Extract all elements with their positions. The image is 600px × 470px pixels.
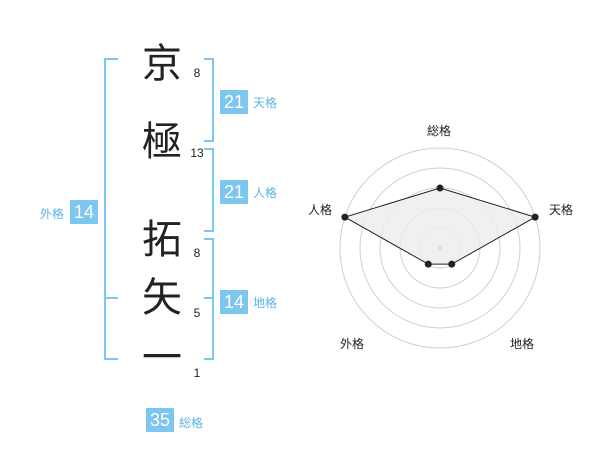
tenkaku-label: 天格 [253,96,278,110]
name-char-1: 京 [142,41,182,87]
chikaku-label: 地格 [253,296,278,310]
soukaku-value: 35 [146,408,174,432]
radar-axis-label-soukaku: 総格 [427,124,452,138]
jinkaku-value: 21 [220,180,248,204]
jinkaku-bracket [204,148,214,232]
radar-point-2 [448,260,456,268]
gaikaku-label: 外格 [40,207,65,221]
tenkaku-value: 21 [220,90,248,114]
radar-point-1 [531,213,539,221]
stroke-count-5: 1 [193,366,201,380]
gaikaku-bracket-divider [104,297,118,299]
gaikaku-value: 14 [70,200,98,224]
chikaku-bracket-divider [204,297,214,299]
chikaku-value: 14 [220,290,248,314]
radar-ring-5 [339,147,541,349]
name-char-3: 拓 [142,217,182,263]
name-char-4: 矢 [142,275,182,321]
radar-axis-label-chikaku: 地格 [510,337,535,351]
soukaku-label: 総格 [179,416,204,430]
stroke-count-2: 13 [190,146,204,160]
jinkaku-label: 人格 [253,186,278,200]
radar-axis-label-gaikaku: 外格 [340,337,365,351]
radar-series-polygon [343,187,537,265]
stroke-count-1: 8 [193,66,201,80]
radar-ring-4 [359,167,521,329]
radar-axis-label-tenkaku: 天格 [549,203,574,217]
radar-chart [339,147,541,349]
stroke-count-3: 8 [193,246,201,260]
radar-point-3 [424,260,432,268]
radar-point-4 [341,213,349,221]
chikaku-bracket [204,238,214,360]
name-char-5: 一 [142,335,182,381]
radar-point-0 [436,184,444,192]
name-char-2: 極 [142,119,182,165]
tenkaku-bracket [204,58,214,142]
gaikaku-bracket [104,58,118,360]
radar-axis-label-jinkaku: 人格 [308,203,333,217]
stroke-count-4: 5 [193,306,201,320]
